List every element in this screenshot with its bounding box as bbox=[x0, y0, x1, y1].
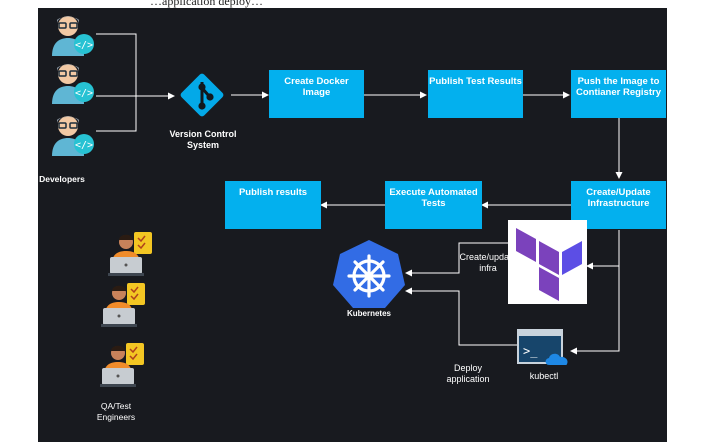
top-caption: …application deploy… bbox=[150, 0, 263, 8]
qa-engineer-icon bbox=[101, 281, 149, 332]
kubectl-label: kubectl bbox=[529, 371, 559, 381]
developer-icon: </> bbox=[48, 112, 96, 161]
create-infra-label: Create/update infra bbox=[459, 252, 517, 273]
developer-icon: </> bbox=[48, 12, 96, 61]
svg-text:</>: </> bbox=[75, 40, 93, 51]
vcs-label: Version Control System bbox=[169, 129, 237, 150]
connector-lines bbox=[96, 33, 623, 355]
svg-text:</>: </> bbox=[75, 140, 93, 151]
svg-text:>_: >_ bbox=[523, 344, 538, 358]
qa-label: QA/Test Engineers bbox=[96, 401, 136, 422]
kubernetes-label: Kubernetes bbox=[346, 309, 391, 318]
push-image-box: Push the Image to Contianer Registry bbox=[571, 70, 666, 118]
developer-icon: </> bbox=[48, 60, 96, 109]
publish-results-box: Publish results bbox=[225, 181, 321, 229]
publish-test-results-box: Publish Test Results bbox=[428, 70, 523, 118]
developers-label: Developers bbox=[39, 174, 85, 184]
deploy-label: Deploy application bbox=[446, 363, 490, 384]
create-docker-image-box: Create Docker Image bbox=[269, 70, 364, 118]
kubernetes-icon bbox=[330, 238, 408, 315]
qa-engineer-icon bbox=[100, 341, 148, 392]
svg-text:</>: </> bbox=[75, 88, 93, 99]
pipeline-diagram: </> </> </> Developers bbox=[38, 8, 667, 442]
qa-engineer-icon bbox=[108, 230, 156, 281]
git-icon bbox=[175, 68, 229, 127]
execute-automated-tests-box: Execute Automated Tests bbox=[385, 181, 482, 229]
terraform-icon bbox=[508, 220, 587, 309]
kubectl-icon: >_ bbox=[517, 329, 573, 374]
